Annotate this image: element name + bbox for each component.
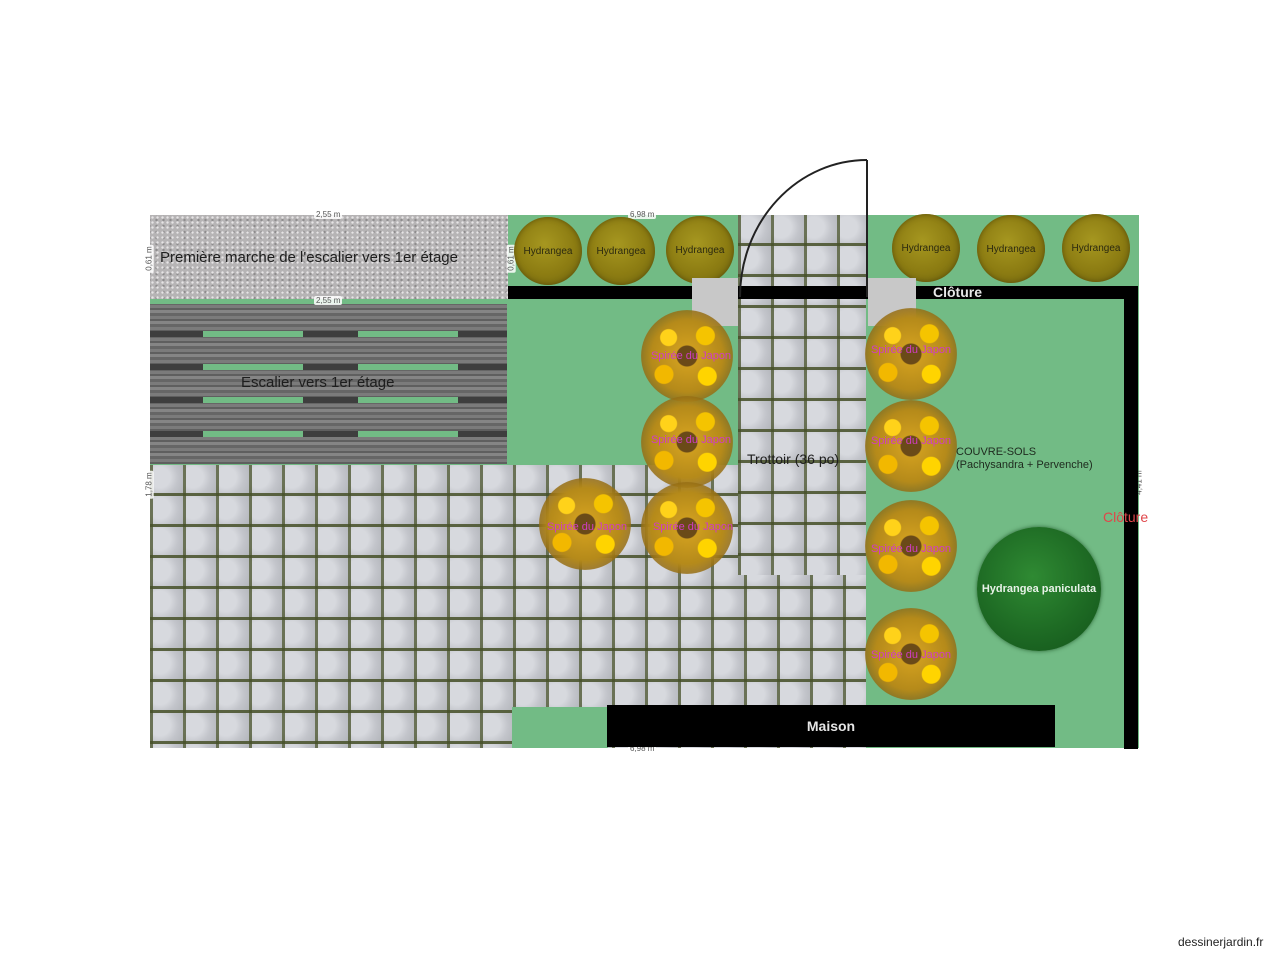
- dim-stairs-height: 1,78 m: [144, 470, 154, 499]
- house[interactable]: Maison: [607, 705, 1055, 747]
- hydrangea-shrub[interactable]: Hydrangea: [514, 217, 582, 285]
- dim-first-step-bottom: 2,55 m: [314, 296, 343, 305]
- spiree-shrub[interactable]: [641, 482, 733, 574]
- first-step-label: Première marche de l'escalier vers 1er é…: [160, 249, 458, 266]
- fence-top-label: Clôture: [933, 284, 982, 300]
- hydrangea-paniculata[interactable]: Hydrangea paniculata: [977, 527, 1101, 651]
- spiree-shrub[interactable]: [865, 308, 957, 400]
- hydrangea-label: Hydrangea: [675, 244, 725, 256]
- fence-right-label: Clôture: [1103, 509, 1149, 525]
- spiree-label: Spirée du Japon: [870, 435, 952, 447]
- spiree-shrub[interactable]: [865, 400, 957, 492]
- spiree-label: Spirée du Japon: [870, 649, 952, 661]
- stairs-deck[interactable]: [150, 304, 507, 464]
- groundcover-label: COUVRE-SOLS (Pachysandra + Pervenche): [956, 446, 1093, 472]
- dim-first-step-height: 0,61 m: [144, 244, 154, 273]
- lawn-patch: [512, 707, 608, 748]
- hydrangea-label: Hydrangea: [986, 243, 1036, 255]
- groundcover-subtitle: (Pachysandra + Pervenche): [956, 459, 1093, 471]
- hydrangea-label: Hydrangea: [596, 245, 646, 257]
- first-step[interactable]: [150, 215, 508, 299]
- stair-gap: [150, 331, 507, 337]
- hydrangea-label: Hydrangea: [1071, 242, 1121, 254]
- fence-top-left: [508, 286, 866, 299]
- gate-swing-icon[interactable]: [735, 155, 875, 305]
- hydrangea-label: Hydrangea: [901, 242, 951, 254]
- hydrangea-shrub[interactable]: Hydrangea: [1062, 214, 1130, 282]
- spiree-label: Spirée du Japon: [546, 521, 628, 533]
- stair-gap: [150, 397, 507, 403]
- spiree-shrub[interactable]: [641, 310, 733, 402]
- spiree-label: Spirée du Japon: [870, 543, 952, 555]
- hydrangea-shrub[interactable]: Hydrangea: [666, 216, 734, 284]
- dim-bottom-width: 6,98 m: [628, 744, 657, 753]
- hydrangea-label: Hydrangea: [523, 245, 573, 257]
- house-label: Maison: [806, 718, 856, 734]
- spiree-shrub[interactable]: [865, 608, 957, 700]
- stair-gap: [150, 431, 507, 437]
- sidewalk-label: Trottoir (36 po): [747, 451, 840, 467]
- spiree-shrub[interactable]: [539, 478, 631, 570]
- spiree-shrub[interactable]: [865, 500, 957, 592]
- hydrangea-shrub[interactable]: Hydrangea: [977, 215, 1045, 283]
- spiree-shrub[interactable]: [641, 396, 733, 488]
- hydrangea-shrub[interactable]: Hydrangea: [587, 217, 655, 285]
- spiree-label: Spirée du Japon: [650, 434, 732, 446]
- fence-right: [1124, 286, 1138, 749]
- spiree-label: Spirée du Japon: [870, 344, 952, 356]
- spiree-label: Spirée du Japon: [652, 521, 734, 533]
- dim-hedge-width: 6,98 m: [628, 210, 657, 219]
- dim-first-step-top: 2,55 m: [314, 210, 343, 219]
- sidewalk-pavers[interactable]: [738, 215, 866, 575]
- fence-top-right: [866, 286, 1138, 299]
- groundcover-title: COUVRE-SOLS: [956, 446, 1037, 458]
- stair-gap: [150, 364, 507, 370]
- stairs-label: Escalier vers 1er étage: [241, 374, 395, 391]
- spiree-label: Spirée du Japon: [650, 350, 732, 362]
- site-credit[interactable]: dessinerjardin.fr: [1178, 935, 1264, 949]
- hydrangea-shrub[interactable]: Hydrangea: [892, 214, 960, 282]
- paniculata-label: Hydrangea paniculata: [981, 583, 1097, 595]
